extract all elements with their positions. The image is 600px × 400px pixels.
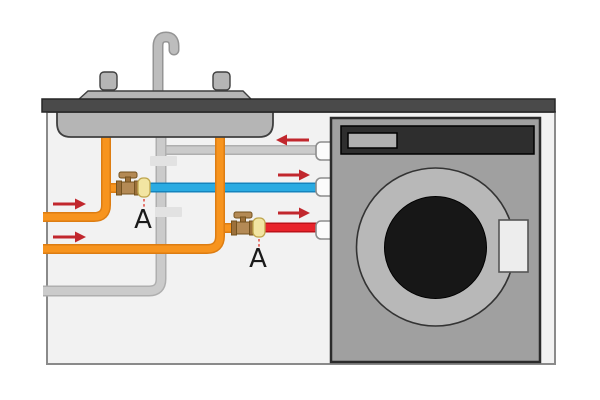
isolation-valve-hot: A xyxy=(231,211,267,274)
faucet-handle-left xyxy=(99,71,118,91)
valve-hot-fitting xyxy=(252,217,266,238)
waste-pipe-group xyxy=(43,134,322,297)
isolation-valve-cold: A xyxy=(116,171,152,235)
valve-hot-label: A xyxy=(249,244,267,274)
supply-pipe-1 xyxy=(43,134,110,221)
valve-cold-label: A xyxy=(134,205,152,235)
washer-display xyxy=(347,132,398,149)
drain-coupling-lower xyxy=(155,207,182,217)
washer-door-handle xyxy=(498,219,529,273)
valve-cold-fitting xyxy=(137,177,151,198)
drain-coupling-upper xyxy=(150,156,177,166)
washer-drum xyxy=(384,196,487,299)
washing-machine xyxy=(329,116,542,364)
flow-arrow-supply-1-head xyxy=(75,198,86,210)
flow-arrows xyxy=(53,134,310,243)
flow-arrow-cold-head xyxy=(299,169,310,181)
valve-cold-nut-left xyxy=(116,180,122,196)
sink-basin xyxy=(56,111,274,138)
valve-hot-nut-left xyxy=(231,220,237,236)
countertop xyxy=(41,98,556,113)
faucet-handle-right xyxy=(212,71,231,91)
supply-pipe-2 xyxy=(43,134,224,253)
sink-drain-pipe xyxy=(43,134,165,295)
flow-arrow-waste-head xyxy=(276,134,287,146)
faucet-group xyxy=(76,31,254,103)
flow-arrow-supply-2-head xyxy=(75,231,86,243)
faucet-spout xyxy=(154,32,178,101)
flow-arrow-hot-head xyxy=(299,207,310,219)
